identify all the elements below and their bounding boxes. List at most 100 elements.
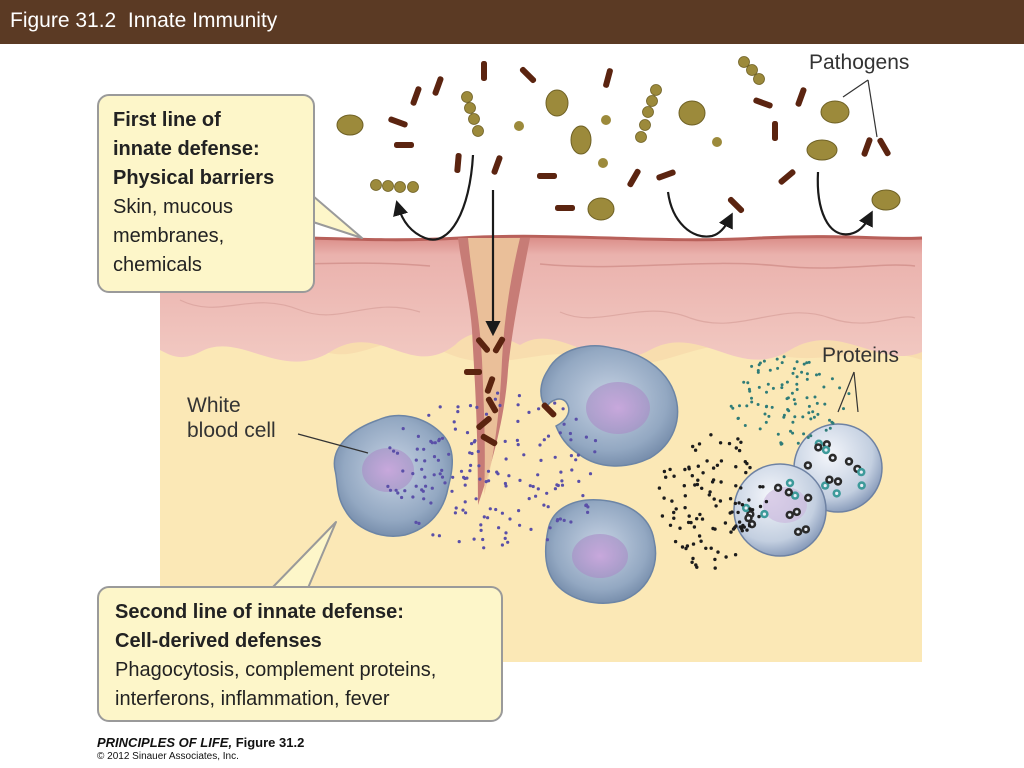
callout-1-body-line: chemicals bbox=[113, 254, 202, 276]
protein-dot bbox=[764, 420, 768, 424]
protein-dot bbox=[748, 389, 752, 393]
wbc-label-line: White bbox=[187, 394, 241, 417]
cytokine-dot bbox=[484, 480, 488, 484]
particle-dot bbox=[734, 446, 738, 450]
callout-1-heading-line: First line of bbox=[113, 109, 221, 131]
protein-dot bbox=[812, 415, 816, 419]
pathogen-arrows bbox=[393, 154, 873, 337]
particle-dot bbox=[683, 494, 687, 498]
cytokine-dot bbox=[504, 457, 508, 461]
protein-dot bbox=[785, 380, 789, 384]
small-pathogen bbox=[601, 115, 611, 125]
cytokine-dot bbox=[470, 442, 474, 446]
cytokine-dot bbox=[463, 476, 467, 481]
title-bar: Figure 31.2 Innate Immunity bbox=[0, 0, 1024, 44]
protein-dot bbox=[805, 396, 809, 400]
cytokine-dot bbox=[556, 518, 560, 522]
cytokine-dot bbox=[394, 488, 398, 492]
particle-dot bbox=[739, 526, 744, 531]
callout-2-body-line: interferons, inflammation, fever bbox=[115, 688, 390, 710]
cytokine-dot bbox=[459, 469, 464, 473]
cytokine-dot bbox=[463, 483, 467, 487]
first-line-defense-callout: First line of innate defense: Physical b… bbox=[97, 94, 315, 293]
cytokine-dot bbox=[475, 405, 479, 409]
cytokine-dot bbox=[414, 458, 418, 462]
credit-figure: Figure 31.2 bbox=[232, 735, 305, 750]
particle-dot bbox=[685, 544, 690, 548]
invading-pathogen bbox=[485, 396, 499, 414]
cytokine-dot bbox=[468, 469, 472, 473]
callout-1-heading-line: innate defense: bbox=[113, 138, 260, 160]
cytokine-dot bbox=[518, 523, 522, 527]
protein-dot bbox=[793, 402, 797, 406]
particle-dot bbox=[764, 499, 769, 504]
pore-center bbox=[796, 530, 800, 534]
pathogens-leader-2 bbox=[867, 79, 878, 138]
pore-center bbox=[787, 490, 791, 494]
protein-dot bbox=[795, 382, 799, 386]
particle-dot bbox=[697, 534, 702, 538]
protein-dot bbox=[750, 364, 754, 368]
protein-dot bbox=[771, 386, 775, 390]
protein-dot bbox=[745, 404, 749, 408]
cytokine-dot bbox=[392, 449, 396, 453]
protein-dot bbox=[795, 388, 799, 391]
cytokine-dot bbox=[440, 468, 444, 472]
cytokine-dot bbox=[542, 438, 546, 442]
pathogen-cluster bbox=[336, 56, 901, 447]
cytokine-dot bbox=[574, 417, 578, 421]
protein-dot bbox=[838, 386, 842, 390]
protein-dot bbox=[817, 372, 821, 376]
particle-dot bbox=[748, 465, 752, 470]
cytokine-dot bbox=[561, 407, 565, 411]
cytokine-dot bbox=[421, 489, 425, 493]
cytokine-dot bbox=[516, 403, 520, 407]
protein-dot bbox=[802, 362, 806, 366]
particle-dot bbox=[742, 525, 746, 529]
skin-wound bbox=[458, 238, 530, 505]
protein-dot bbox=[791, 420, 795, 424]
cytokine-dot bbox=[516, 419, 520, 423]
cytokine-dot bbox=[468, 404, 473, 408]
protein-dot bbox=[780, 361, 784, 365]
small-pathogen bbox=[598, 158, 608, 168]
cytokine-dot bbox=[538, 443, 542, 447]
cytokine-dot bbox=[422, 497, 426, 501]
invading-pathogen bbox=[475, 337, 491, 353]
particle-dot bbox=[745, 528, 749, 532]
pore-center bbox=[825, 442, 829, 446]
protein-dot bbox=[758, 427, 762, 431]
particle-dot bbox=[709, 546, 713, 550]
cytokine-dot bbox=[450, 489, 454, 493]
particle-dot bbox=[731, 527, 736, 531]
particle-dot bbox=[729, 530, 733, 534]
pore-center bbox=[831, 456, 835, 460]
particle-dot bbox=[695, 482, 700, 487]
invading-pathogen bbox=[480, 433, 498, 447]
rod-pathogen bbox=[656, 169, 676, 181]
callout-1-body-line: membranes, bbox=[113, 225, 225, 247]
rod-pathogen bbox=[410, 86, 422, 106]
coccus-pathogen bbox=[382, 180, 394, 192]
cytokine-dot bbox=[479, 523, 483, 527]
pore-center bbox=[804, 527, 808, 532]
particle-dot bbox=[716, 550, 720, 554]
cytokine-dot bbox=[545, 491, 549, 495]
particle-dot bbox=[714, 504, 718, 508]
cytokine-dot bbox=[560, 479, 564, 483]
protein-dot bbox=[785, 397, 789, 401]
cytokine-dot bbox=[497, 526, 501, 530]
cytokine-dot bbox=[486, 516, 490, 520]
coccus-pathogen bbox=[639, 119, 651, 131]
round-pathogen bbox=[678, 100, 706, 126]
protein-dot bbox=[830, 377, 834, 381]
round-pathogen bbox=[806, 139, 838, 161]
protein-dot bbox=[807, 411, 811, 415]
particle-dot bbox=[712, 497, 716, 501]
rod-pathogen bbox=[778, 169, 796, 185]
protein-dot bbox=[791, 431, 795, 435]
invading-pathogen bbox=[464, 369, 482, 375]
particle-dot bbox=[696, 464, 700, 468]
deflect-arrow-middle bbox=[666, 191, 733, 238]
coccus-pathogen bbox=[650, 84, 662, 96]
